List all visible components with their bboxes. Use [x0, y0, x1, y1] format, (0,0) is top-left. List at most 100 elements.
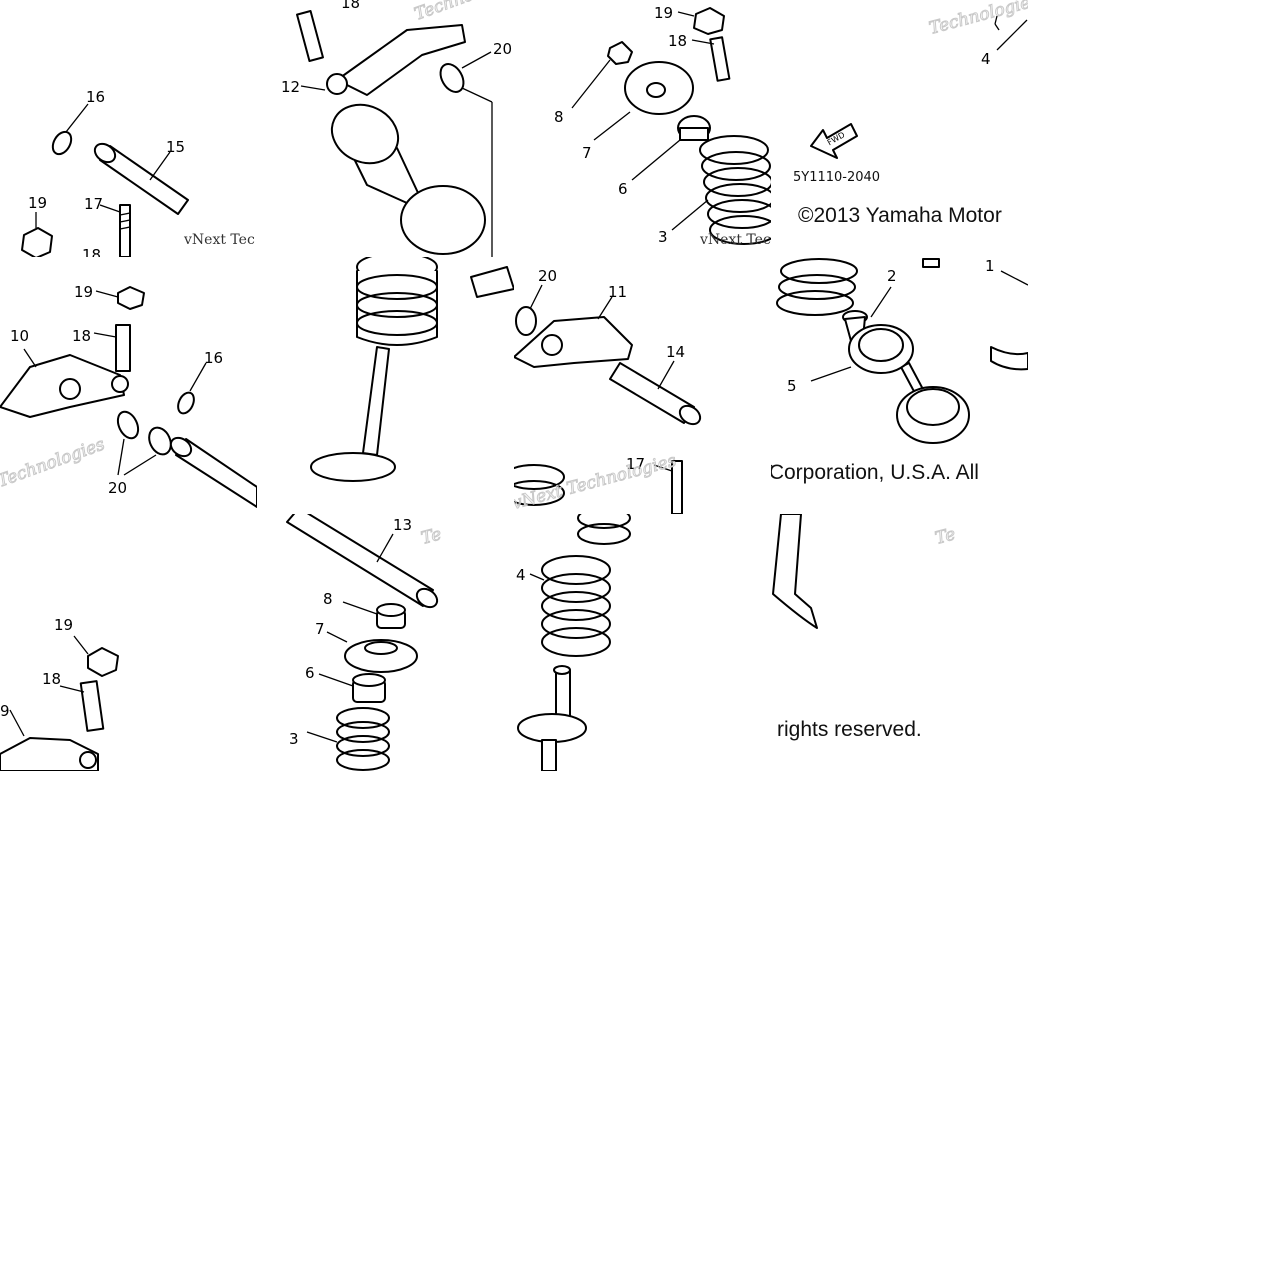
callout-8: 8: [323, 590, 333, 608]
tile-r2c3: 20 11 14 17 vNext Technologies: [514, 257, 771, 514]
o-ring-part-16: [177, 391, 195, 415]
callout-19: 19: [74, 283, 93, 301]
tile-r1c4: Technologies 4 FWD 5Y1110-2040 ©2013 Yam…: [771, 0, 1028, 257]
valve-seat-part-5: [848, 324, 914, 374]
adjuster-screw-part-18: [79, 680, 105, 732]
callout-12: 12: [281, 78, 300, 96]
exhaust-valve-part-2: [776, 258, 970, 444]
callout-3: 3: [289, 730, 299, 748]
callout-16: 16: [204, 349, 223, 367]
valve-stem: [517, 665, 587, 771]
watermark-text: vNext Tec: [183, 232, 255, 248]
callout-1: 1: [985, 257, 995, 275]
callout-8: 8: [554, 108, 564, 126]
nut-part-19: [117, 286, 145, 310]
watermark-text: vNext Tec: [699, 232, 771, 248]
callout-6: 6: [618, 180, 628, 198]
callout-2: 2: [887, 267, 897, 285]
o-ring-part-16: [51, 130, 73, 156]
tile-r2c1: 19 18 10 20 16 T: [0, 257, 257, 514]
adjuster-screw-part-18: [709, 36, 731, 82]
watermark-text: vNext Technologies: [514, 451, 679, 514]
callout-18: 18: [668, 32, 687, 50]
valve-lifter-part: [330, 103, 486, 255]
tile-r3c4: Te rights reserved.: [771, 514, 1028, 771]
callout-14: 14: [666, 343, 685, 361]
watermark-text: Te: [933, 524, 958, 549]
callout-10: 10: [10, 327, 29, 345]
valve-spring-part-3: [336, 707, 390, 771]
rocker-arm-part-11: [514, 316, 633, 368]
nut-part-19: [87, 647, 119, 677]
copyright-line-2: r Corporation, U.S.A. All: [771, 461, 979, 484]
rocker-arm-part-10: [0, 354, 129, 418]
callout-7: 7: [582, 144, 592, 162]
cotters-part-20: [116, 410, 172, 456]
callout-19: 19: [28, 194, 47, 212]
callout-5: 5: [787, 377, 797, 395]
spring-retainer-part-7: [344, 639, 418, 673]
callout-4: 4: [981, 50, 991, 68]
watermark-text: Te: [419, 524, 444, 549]
tile-r3c1: 19 18 9: [0, 514, 257, 771]
valve-cotter-part-8: [607, 41, 633, 65]
valve-seal-part-6: [352, 673, 386, 703]
tile-r3c2: 13 Te 8 7 6: [257, 514, 514, 771]
callout-11: 11: [608, 283, 627, 301]
callout-15: 15: [166, 138, 185, 156]
watermark-text: Technologies: [412, 0, 514, 25]
callout-20: 20: [493, 40, 512, 58]
spring-retainer-part-7: [624, 61, 694, 115]
callout-19: 19: [654, 4, 673, 22]
callout-7: 7: [315, 620, 325, 638]
adjuster-screw-part-18: [296, 10, 324, 62]
callout-17: 17: [626, 455, 645, 473]
callout-18: 18: [341, 0, 360, 12]
valve-spring-part-4: [541, 514, 631, 657]
tile-r1c1: 16 15 17 19 18 vNext Tec: [0, 0, 257, 257]
spring-coil: [514, 464, 565, 506]
tile-r1c3: 19 18 8 7 6: [514, 0, 771, 257]
rocker-arm-part-9: [0, 737, 99, 771]
nut-part-19: [21, 227, 53, 257]
watermark-text: Technologies: [0, 434, 108, 491]
adjuster-screw-part-18: [115, 324, 131, 372]
callout-16: 16: [86, 88, 105, 106]
callout-13: 13: [393, 516, 412, 534]
rocker-shaft-part-13: [286, 514, 439, 609]
nut-part-19: [693, 7, 725, 35]
copyright-line-1: ©2013 Yamaha Motor: [798, 204, 1002, 227]
rocker-shaft-part-15: [93, 142, 189, 215]
fwd-arrow-icon: FWD: [810, 123, 858, 159]
callout-3: 3: [658, 228, 668, 246]
callout-6: 6: [305, 664, 315, 682]
cotter-part-20: [439, 63, 465, 93]
valve-head-part-1: [990, 346, 1028, 371]
tile-r1c2: 18 12 20 Technologies: [257, 0, 514, 257]
callout-18: 18: [42, 670, 61, 688]
bracket-part: [470, 266, 514, 298]
valve-stem-part: [772, 514, 818, 629]
diagram-part-code: 5Y1110-2040: [793, 170, 881, 185]
callout-19: 19: [54, 616, 73, 634]
tile-r2c2: [257, 257, 514, 514]
copyright-line-3: rights reserved.: [777, 718, 922, 741]
callout-20: 20: [108, 479, 127, 497]
adjuster-bolt-part-17: [119, 204, 131, 257]
tile-r3c3: 4: [514, 514, 771, 771]
valve-seal-part-6: [677, 115, 711, 141]
valve-cotter-part-8: [376, 603, 406, 629]
callout-9: 9: [0, 702, 10, 720]
rocker-shaft-part-14: [609, 362, 702, 426]
valve-spring-part-3: [699, 135, 771, 245]
watermark-text: Technologies: [927, 0, 1028, 39]
callout-18: 18: [82, 246, 101, 257]
rocker-shaft: [169, 436, 257, 508]
rocker-arm-part-12: [326, 24, 466, 96]
tile-r2c4: 2 5 1 5 r Corporation, U.S.A. All: [771, 257, 1028, 514]
adjuster-bolt-part-17: [671, 460, 683, 514]
callout-4: 4: [516, 566, 526, 584]
cotter-part-20: [515, 306, 537, 336]
callout-17: 17: [84, 195, 103, 213]
callout-20: 20: [538, 267, 557, 285]
